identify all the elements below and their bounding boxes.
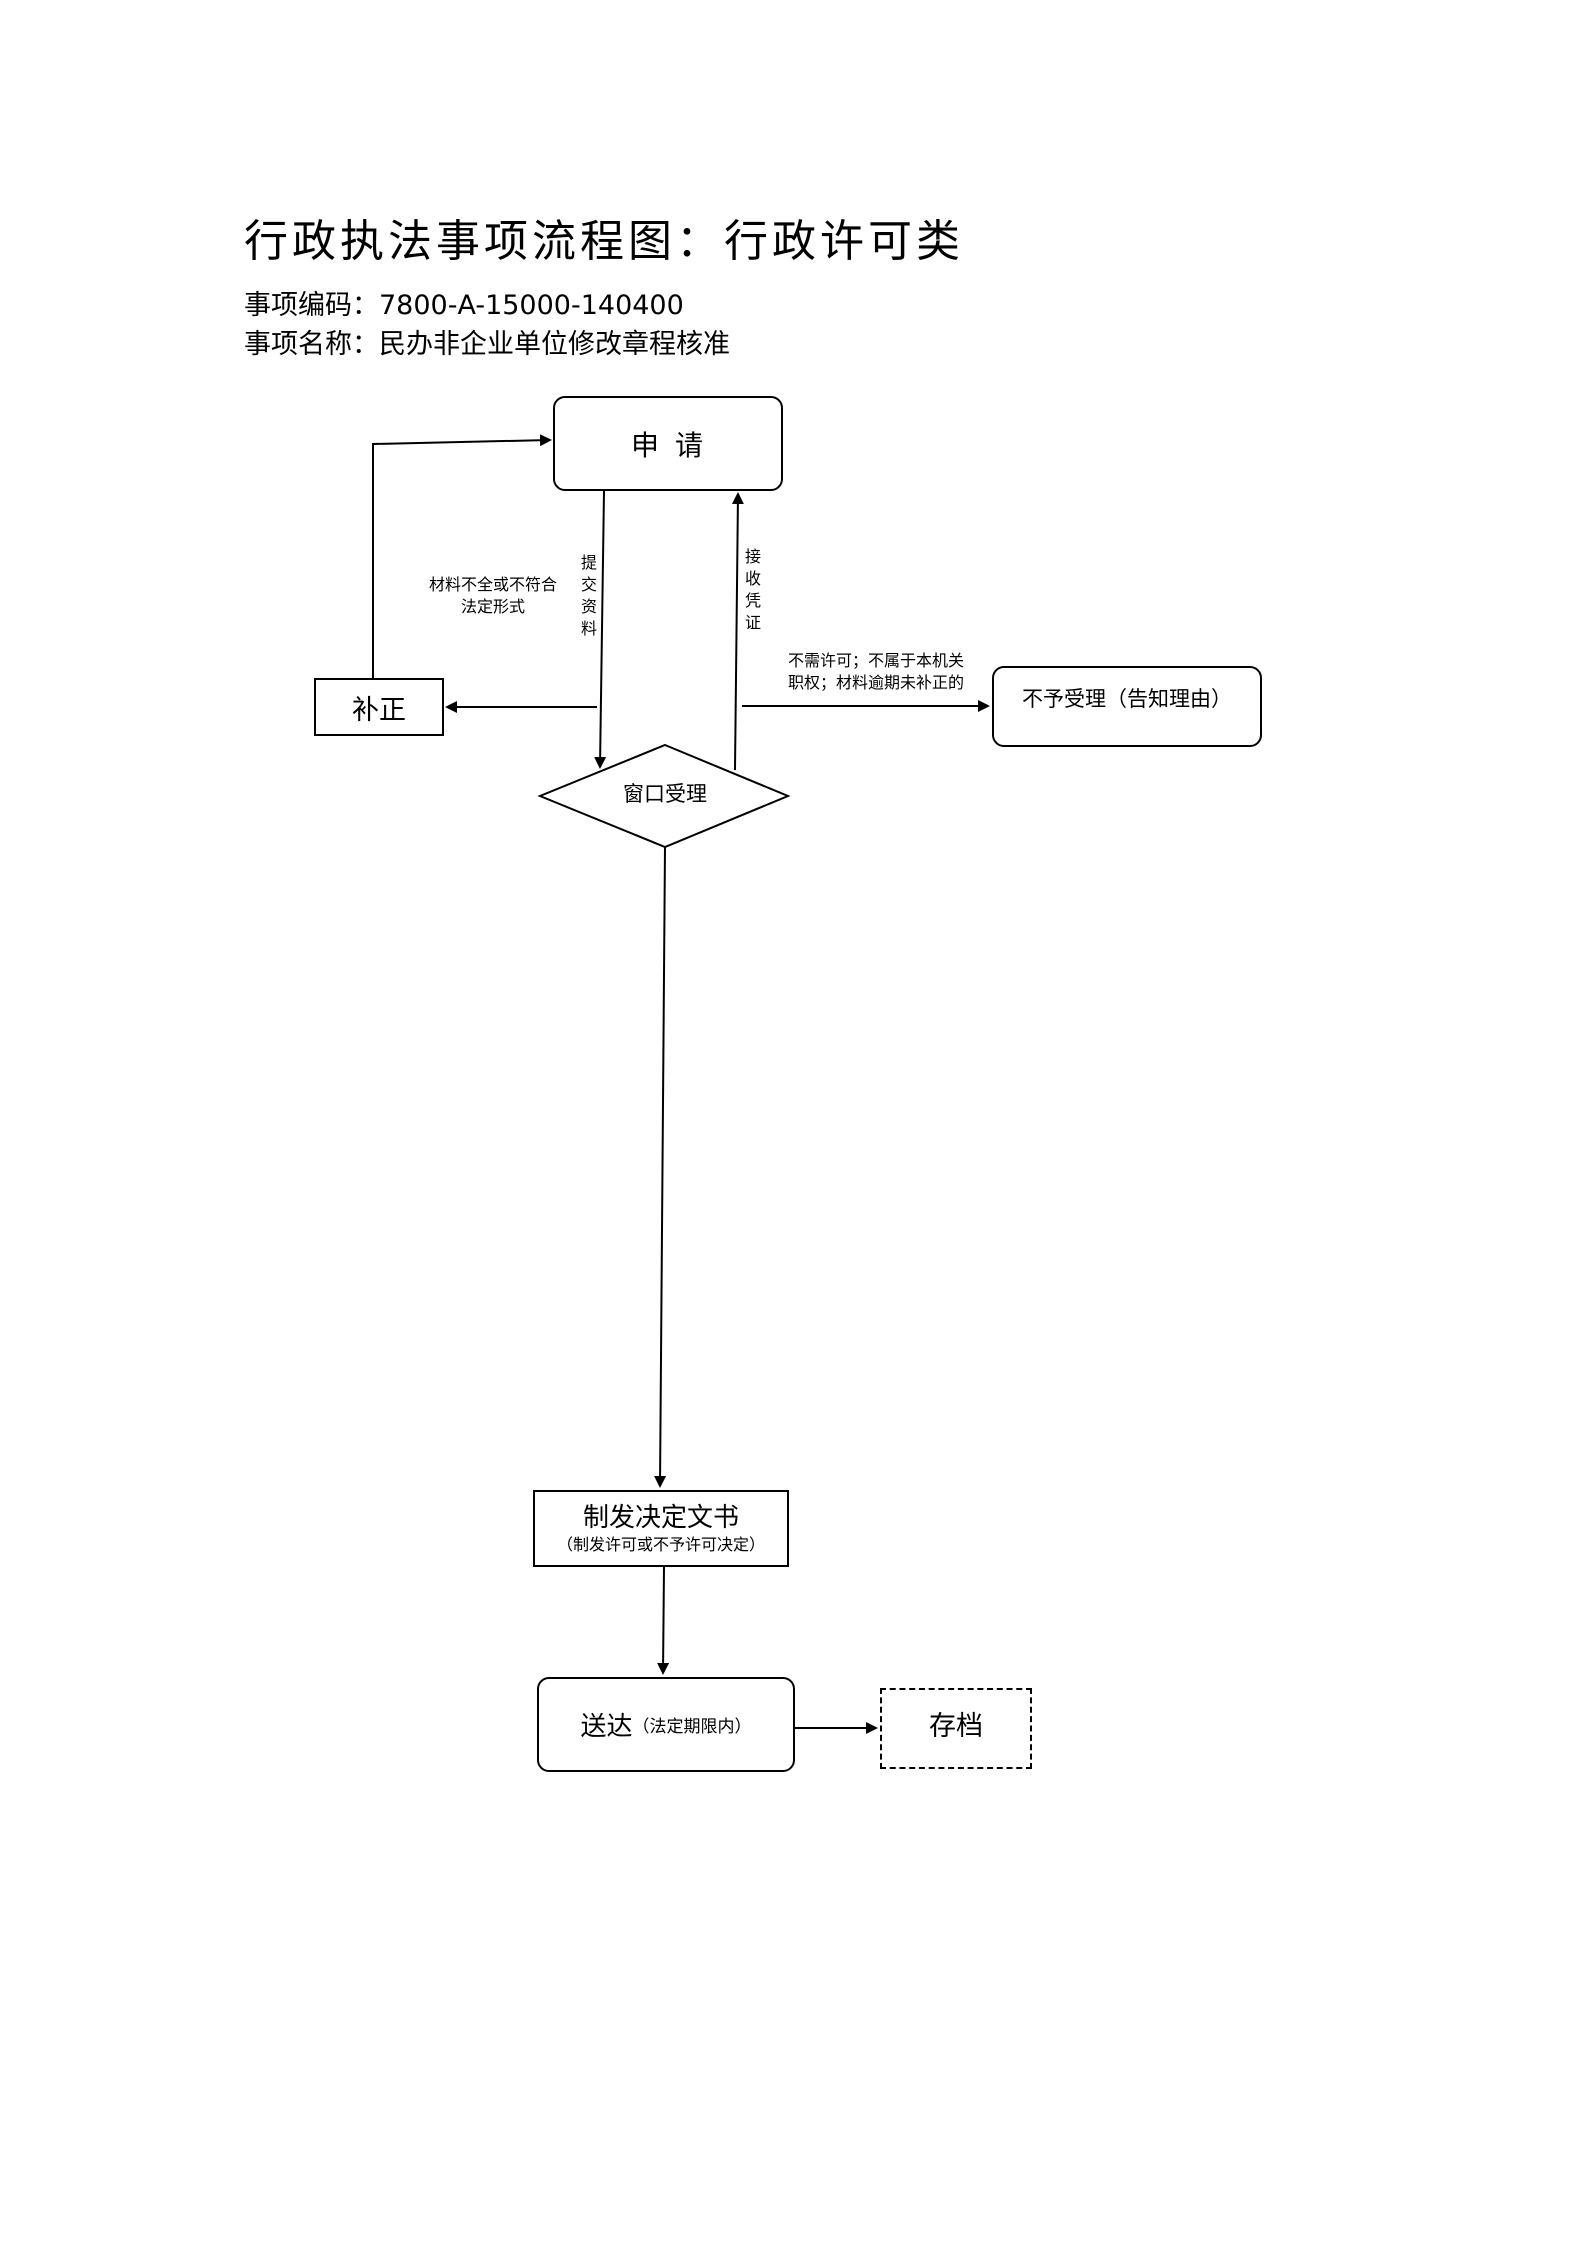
edge-label-insufficient-line1: 材料不全或不符合: [428, 575, 557, 594]
decision-document-label: 制发决定文书: [582, 1502, 739, 1533]
apply-node: 申请: [553, 396, 783, 491]
archive-label: 存档: [929, 1711, 983, 1742]
deliver-label: 送达: [580, 1712, 633, 1742]
apply-label: 申请: [630, 428, 719, 462]
edge-label-no-permit-line1: 不需许可；不属于本机关: [787, 651, 964, 670]
supplement-label: 补正: [352, 694, 406, 726]
reject-label: 不予受理（告知理由）: [1022, 687, 1232, 711]
deliver-node: 送达（法定期限内）: [537, 1677, 795, 1772]
edge-label-no-permit: 不需许可；不属于本机关 职权；材料逾期未补正的: [771, 650, 981, 694]
item-name: 事项名称：民办非企业单位修改章程核准: [244, 329, 730, 360]
supplement-node: 补正: [314, 678, 444, 736]
reject-node: 不予受理（告知理由）: [992, 666, 1262, 747]
decision-document-sublabel: （制发许可或不予许可决定）: [556, 1534, 765, 1554]
item-code: 事项编码：7800-A-15000-140400: [244, 290, 684, 321]
deliver-sublabel: （法定期限内）: [632, 1717, 752, 1737]
edge-decision-arrow: [654, 846, 667, 1488]
decision-document-node: 制发决定文书 （制发许可或不予许可决定）: [533, 1490, 789, 1567]
edge-resubmit-arrow: [372, 434, 552, 678]
edge-submit-arrow: [594, 490, 607, 769]
edge-label-receipt: 接收凭证: [744, 547, 761, 632]
edge-receipt-arrow: [731, 492, 744, 771]
edge-label-insufficient: 材料不全或不符合 法定形式: [393, 574, 593, 618]
page-title: 行政执法事项流程图：行政许可类: [244, 216, 964, 267]
edge-label-submit: 提交资料: [580, 553, 597, 638]
edge-deliver-arrow: [657, 1566, 670, 1675]
edge-label-insufficient-line2: 法定形式: [460, 597, 525, 616]
archive-node: 存档: [880, 1688, 1032, 1769]
window-accept-label: 窗口受理: [623, 782, 707, 806]
edge-label-no-permit-line2: 职权；材料逾期未补正的: [787, 673, 964, 692]
